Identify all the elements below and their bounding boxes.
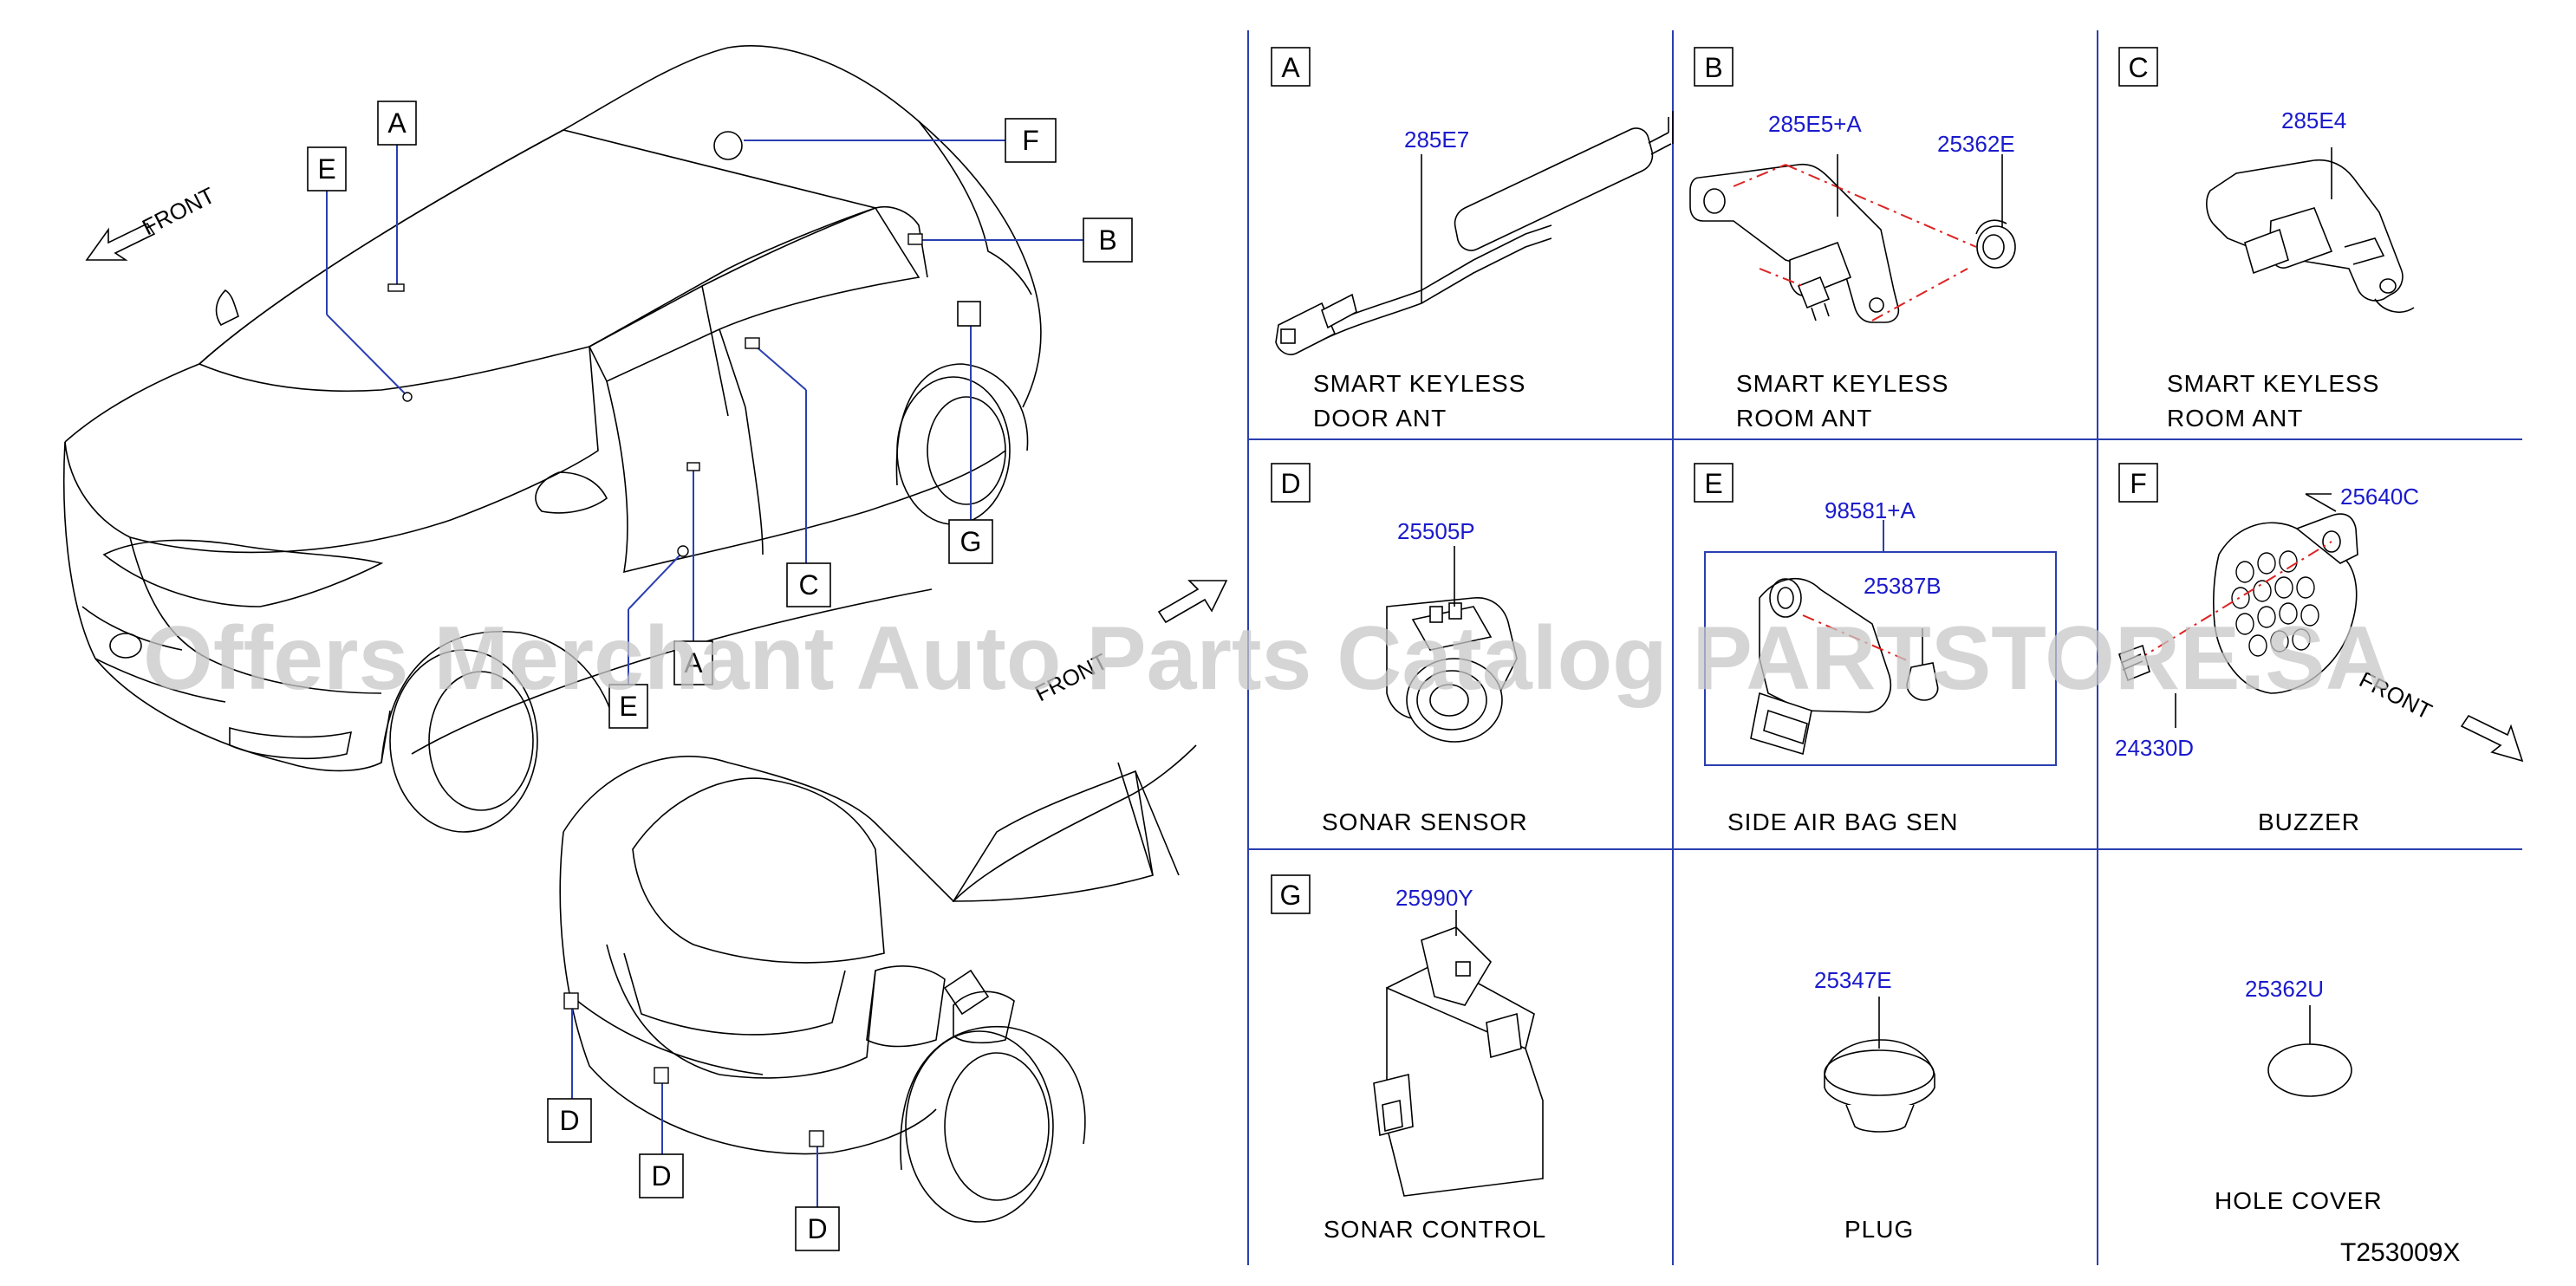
callout-leaders	[326, 131, 1083, 1207]
part-285e5a-room-antenna[interactable]	[1689, 154, 2016, 323]
svg-text:C: C	[2128, 52, 2148, 83]
callout-f[interactable]: F	[1005, 118, 1057, 163]
part-number-25990y[interactable]: 25990Y	[1395, 885, 1473, 911]
svg-text:E: E	[619, 691, 637, 722]
part-number-25505p[interactable]: 25505P	[1397, 518, 1475, 544]
svg-text:G: G	[1280, 880, 1302, 911]
part-285e7-door-antenna[interactable]	[1275, 111, 1674, 355]
vehicle-front-view	[62, 45, 1042, 833]
part-label-e-1: SIDE AIR BAG SEN	[1727, 809, 1959, 835]
part-25990y-sonar-control[interactable]	[1373, 910, 1544, 1197]
svg-text:E: E	[1704, 468, 1722, 499]
part-label-c-2: ROOM ANT	[2167, 405, 2303, 432]
part-label-b-1: SMART KEYLESS	[1736, 370, 1948, 397]
svg-text:E: E	[317, 153, 335, 185]
part-25640c-buzzer[interactable]	[2117, 493, 2358, 728]
part-number-25362u[interactable]: 25362U	[2245, 976, 2324, 1002]
part-label-hole-cover: HOLE COVER	[2215, 1187, 2383, 1214]
svg-text:D: D	[559, 1105, 579, 1136]
svg-text:A: A	[1281, 52, 1300, 83]
diagram-code: T253009X	[2340, 1238, 2460, 1267]
svg-text:D: D	[1280, 468, 1300, 499]
cell-letter-g: G	[1271, 874, 1311, 914]
cell-letter-b: B	[1694, 47, 1734, 87]
parts-grid	[1247, 30, 2522, 1265]
callout-c[interactable]: C	[786, 562, 831, 607]
svg-text:D: D	[651, 1160, 671, 1192]
svg-text:C: C	[798, 569, 818, 601]
part-number-98581a[interactable]: 98581+A	[1825, 497, 1916, 523]
part-number-24330d[interactable]: 24330D	[2115, 735, 2194, 761]
cell-letter-e: E	[1694, 463, 1734, 503]
part-label-a-2: DOOR ANT	[1313, 405, 1447, 432]
callout-d-3[interactable]: D	[795, 1206, 840, 1251]
part-number-285e7[interactable]: 285E7	[1404, 127, 1469, 153]
callout-e-bottom[interactable]: E	[608, 684, 648, 729]
part-label-g-1: SONAR CONTROL	[1324, 1216, 1546, 1243]
part-number-25347e[interactable]: 25347E	[1814, 967, 1892, 993]
callout-a-bottom[interactable]: A	[673, 640, 713, 685]
svg-text:FRONT: FRONT	[138, 182, 219, 240]
svg-text:B: B	[1098, 224, 1116, 256]
part-number-25362e[interactable]: 25362E	[1937, 131, 2015, 157]
part-label-a-1: SMART KEYLESS	[1313, 370, 1525, 397]
part-label-c-1: SMART KEYLESS	[2167, 370, 2379, 397]
cell-letters: A B C D E F G	[1271, 47, 2158, 914]
svg-text:G: G	[960, 526, 982, 557]
part-label-plug: PLUG	[1844, 1216, 1914, 1243]
svg-text:F: F	[2130, 468, 2147, 499]
svg-text:A: A	[387, 107, 407, 139]
cell-letter-d: D	[1271, 463, 1311, 503]
svg-text:D: D	[807, 1213, 827, 1244]
part-number-285e4[interactable]: 285E4	[2281, 107, 2346, 133]
part-98581a-airbag-sensor[interactable]	[1704, 520, 2057, 766]
part-number-25387b[interactable]: 25387B	[1864, 573, 1942, 599]
callout-d-1[interactable]: D	[547, 1098, 592, 1143]
part-number-25640c[interactable]: 25640C	[2340, 484, 2419, 510]
svg-text:B: B	[1704, 52, 1722, 83]
cell-letter-c: C	[2118, 47, 2158, 87]
part-25505p-sonar-sensor[interactable]	[1386, 546, 1518, 743]
front-arrow-left: FRONT	[85, 182, 219, 261]
part-number-285e5a[interactable]: 285E5+A	[1768, 111, 1862, 137]
callout-d-2[interactable]: D	[639, 1153, 684, 1198]
vehicle-rear-view	[411, 588, 1197, 1223]
cell-letter-f: F	[2118, 463, 2158, 503]
watermark: Offers Merchant Auto Parts Catalog PARTS…	[143, 608, 2391, 709]
cell-letter-a: A	[1271, 47, 1311, 87]
callout-e-top[interactable]: E	[307, 146, 347, 192]
part-25347e-plug[interactable]	[1824, 997, 1935, 1133]
part-285e4-room-antenna[interactable]	[2206, 147, 2415, 313]
part-label-b-2: ROOM ANT	[1736, 405, 1872, 432]
part-25362u-hole-cover[interactable]	[2267, 1005, 2352, 1097]
callout-boxes: A E F B G C A E D D D	[307, 101, 1133, 1251]
svg-text:A: A	[684, 647, 703, 679]
svg-text:F: F	[1022, 125, 1039, 156]
part-label-f-1: BUZZER	[2258, 809, 2360, 835]
callout-b[interactable]: B	[1083, 218, 1133, 263]
callout-a-top[interactable]: A	[377, 101, 417, 146]
callout-g[interactable]: G	[948, 519, 993, 564]
part-label-d-1: SONAR SENSOR	[1322, 809, 1528, 835]
